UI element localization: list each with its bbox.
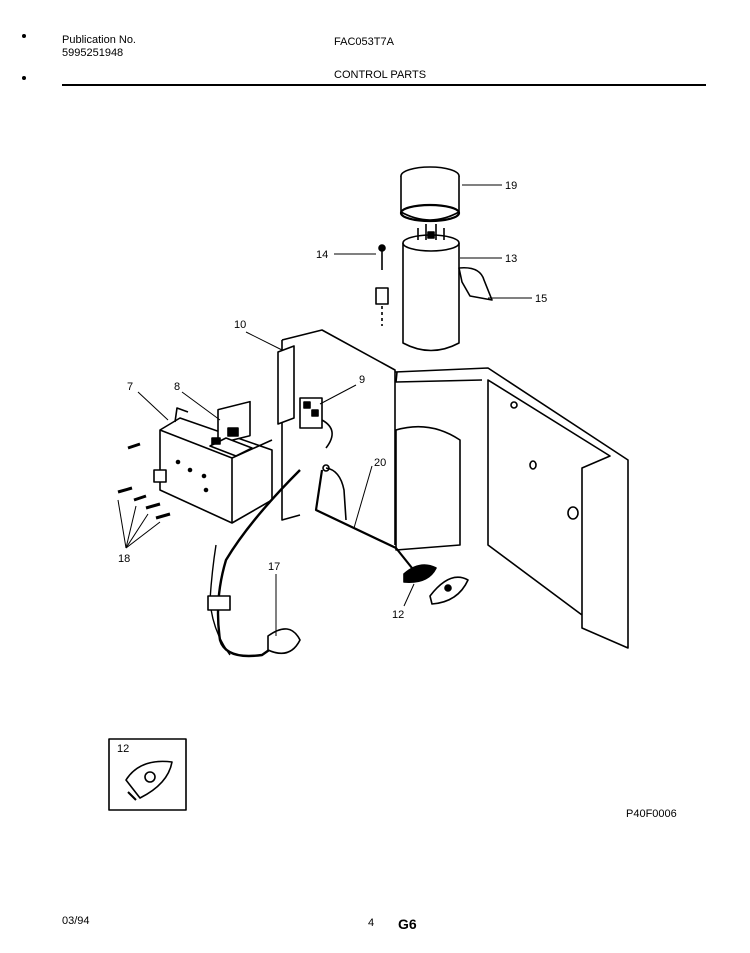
callout-15: 15	[535, 293, 547, 305]
footer-section-code: G6	[398, 916, 417, 932]
switch-component	[209, 400, 253, 457]
footer-date: 03/94	[62, 915, 90, 927]
control-box	[159, 407, 273, 524]
footer-page-number: 4	[368, 917, 375, 929]
callout-leaders	[117, 184, 532, 636]
callout-20: 20	[374, 457, 386, 469]
inset-detail	[108, 738, 187, 811]
side-panel	[281, 329, 629, 649]
callout-9: 9	[359, 374, 365, 386]
power-cord	[207, 469, 301, 658]
relay	[299, 397, 333, 449]
callout-14: 14	[316, 249, 328, 261]
inset-label: 12	[117, 743, 129, 755]
drawing-code: P40F0006	[626, 808, 677, 820]
capacitor	[402, 224, 460, 352]
capacitor-strap	[458, 266, 493, 301]
callout-18: 18	[118, 553, 130, 565]
heater-wire	[314, 464, 413, 569]
header-rule	[62, 84, 706, 86]
mounting-screw	[375, 244, 389, 326]
callout-13: 13	[505, 253, 517, 265]
callout-17: 17	[268, 561, 280, 573]
sensor-clips	[403, 564, 469, 605]
callout-7: 7	[127, 381, 133, 393]
publication-number: 5995251948	[62, 47, 124, 59]
callout-19: 19	[505, 180, 517, 192]
callout-labels: 19 14 13 15 10 9 7 8 20 18 17 12 12	[117, 180, 547, 755]
callout-12: 12	[392, 609, 404, 621]
margin-bullet-top	[22, 34, 26, 38]
margin-bullet-bottom	[22, 76, 26, 80]
callout-8: 8	[174, 381, 180, 393]
terminal-strip	[277, 345, 295, 425]
callout-10: 10	[234, 319, 246, 331]
publication-label: Publication No.	[62, 34, 136, 46]
section-title: CONTROL PARTS	[334, 69, 427, 81]
screws	[117, 442, 209, 520]
capacitor-cover	[399, 166, 461, 223]
model-number: FAC053T7A	[334, 36, 394, 48]
